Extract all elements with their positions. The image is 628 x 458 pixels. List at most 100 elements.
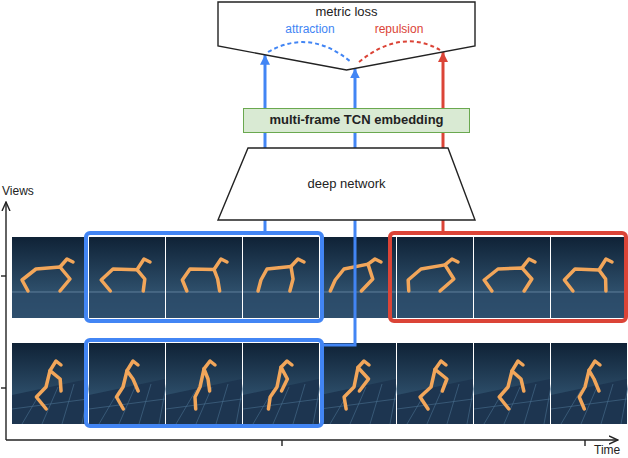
agent-head [589, 361, 600, 370]
floor-grid [293, 384, 305, 424]
video-frame [397, 237, 473, 318]
agent-head [445, 259, 458, 265]
connector-arrow [442, 52, 445, 108]
floor-grid [243, 399, 319, 409]
floor-grid [89, 399, 165, 409]
axis-tick [1, 275, 6, 276]
horizon-line [12, 292, 88, 293]
agent-head [599, 259, 612, 270]
agent-head [281, 361, 292, 367]
floor-grid [621, 381, 628, 424]
horizon-line [243, 292, 319, 293]
agent-figure [117, 371, 139, 409]
frame-background [551, 343, 627, 424]
agent-figure [499, 371, 524, 409]
floor-grid [62, 384, 74, 424]
floor [243, 379, 319, 424]
frame-background [89, 343, 165, 424]
agent-figure [182, 269, 219, 291]
node-title: metric loss [315, 5, 377, 20]
agent-figure [564, 269, 606, 291]
frame-background [397, 237, 473, 318]
video-frame [12, 343, 90, 424]
frame-background [397, 343, 473, 424]
connector-arrow [354, 68, 357, 108]
agent-head [522, 259, 535, 268]
video-frame [551, 343, 628, 424]
frame-background [320, 237, 396, 318]
video-frame [12, 237, 88, 318]
agent-head [127, 361, 138, 371]
video-frame [243, 343, 321, 424]
floor-grid [320, 399, 396, 409]
video-frame [166, 237, 242, 318]
node-title: multi-frame TCN embedding [269, 113, 443, 128]
floor [320, 379, 396, 424]
agent-figure [195, 369, 210, 409]
agent-head [204, 361, 215, 369]
floor [551, 292, 627, 318]
network-trapezoid: deep network [218, 148, 475, 220]
video-frame [474, 237, 550, 318]
agent-figure [344, 367, 368, 409]
floor [474, 379, 550, 424]
frame-background [320, 343, 396, 424]
floor [166, 292, 242, 318]
frame-background [12, 343, 88, 424]
node-title: deep network [307, 177, 385, 192]
agent-figure [258, 267, 293, 291]
floor-grid [447, 384, 459, 424]
floor-grid [524, 384, 536, 424]
floor-grid [601, 384, 613, 424]
floor [551, 379, 627, 424]
loss-box: metric lossattractionrepulsion [218, 2, 475, 70]
floor [474, 292, 550, 318]
floor-grid [166, 399, 242, 409]
floor [397, 292, 473, 318]
floor-grid [474, 399, 550, 409]
floor-grid [390, 381, 398, 424]
agent-figure [22, 267, 70, 291]
video-frame [243, 237, 319, 318]
positive-group [86, 340, 322, 426]
floor-grid [139, 384, 151, 424]
agent-figure [330, 264, 372, 291]
floor-grid [370, 384, 382, 424]
agent-head [291, 259, 304, 267]
time-axis [6, 439, 618, 440]
agent-head [435, 361, 446, 369]
floor [12, 379, 88, 424]
node-shape [218, 2, 475, 70]
frame-background [551, 237, 627, 318]
agent-figure [408, 265, 454, 291]
floor-grid [216, 384, 228, 424]
agent-figure [484, 268, 532, 291]
floor [12, 292, 88, 318]
connector-arrow [354, 133, 357, 148]
horizon-line [89, 292, 165, 293]
agent-head [60, 259, 73, 267]
frame-background [474, 343, 550, 424]
video-frame [320, 237, 396, 318]
repulsion-label: repulsion [375, 23, 424, 37]
floor-grid [544, 381, 552, 424]
video-frame [89, 343, 167, 424]
video-frame [474, 343, 552, 424]
connector-arrow [264, 55, 267, 108]
frame-background [12, 237, 88, 318]
axis-label: Time [594, 444, 620, 458]
embedding-box: multi-frame TCN embedding [243, 108, 470, 133]
axis-tick [1, 387, 6, 388]
floor [397, 379, 473, 424]
agent-head [368, 259, 381, 264]
axis-tick [584, 440, 585, 446]
floor-grid [350, 387, 366, 424]
connector-arrow [442, 133, 445, 148]
frame-background [474, 237, 550, 318]
agent-head [137, 259, 150, 270]
floor-grid [159, 381, 167, 424]
floor [166, 379, 242, 424]
anchor-group [86, 233, 322, 321]
floor-grid [12, 399, 88, 409]
